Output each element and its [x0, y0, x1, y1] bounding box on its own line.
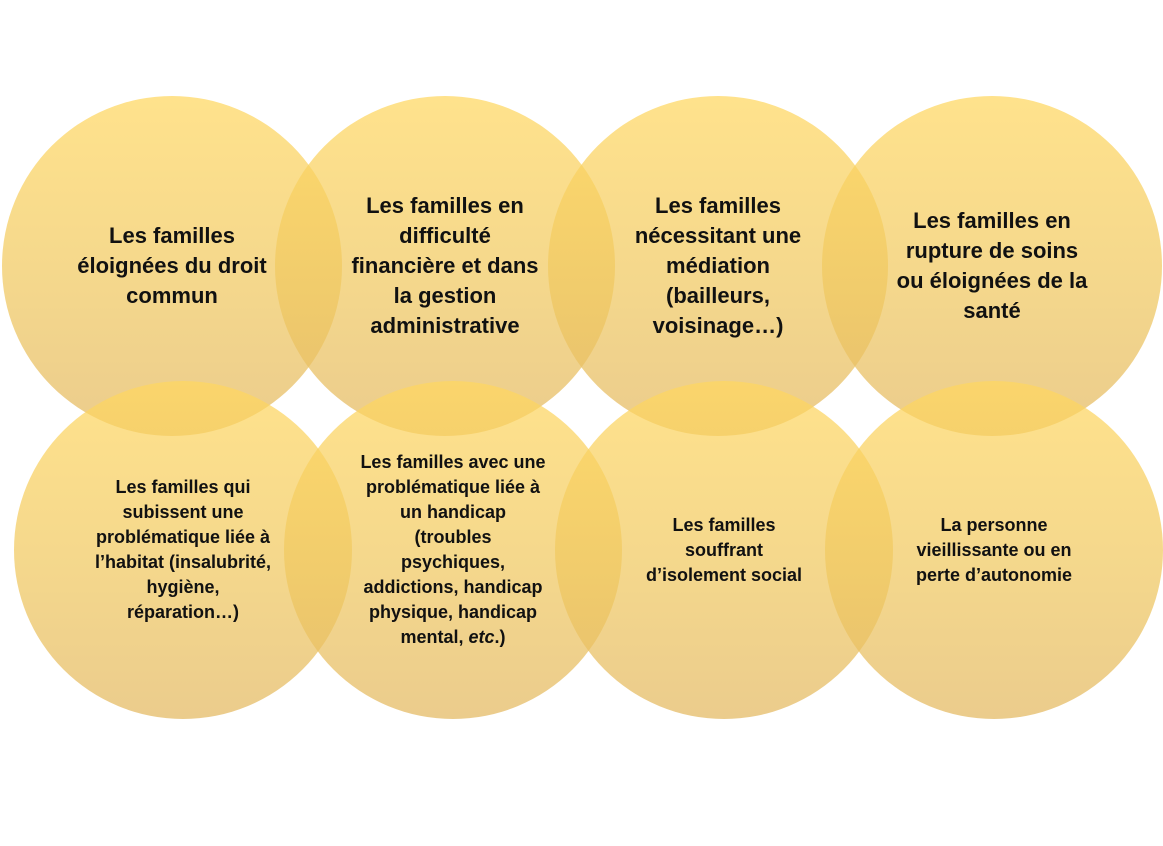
circle-label-habitat: Les familles qui subissent une problémat…	[94, 477, 272, 622]
circle-label-difficulte-financiere: Les familles en difficulté financière et…	[351, 193, 539, 338]
circle-label-isolement: Les familles souffrant d’isolement socia…	[645, 514, 803, 585]
circle-label-handicap-italic: etc	[468, 627, 495, 647]
circle-rupture-soins: Les familles en rupture de soins ou éloi…	[822, 96, 1162, 436]
circle-handicap: Les familles avec une problématique liée…	[284, 381, 622, 719]
circle-label-handicap-main: Les familles avec une problématique liée…	[360, 452, 546, 647]
circle-label-droit-commun: Les familles éloignées du droit commun	[77, 223, 267, 308]
circle-autonomie: La personne vieillissante ou en perte d’…	[825, 381, 1163, 719]
circle-label-rupture-soins: Les familles en rupture de soins ou éloi…	[896, 208, 1088, 323]
circle-label-handicap-end: .)	[494, 627, 506, 647]
circle-label-handicap: Les familles avec une problématique liée…	[360, 450, 545, 650]
circle-label-mediation: Les familles nécessitant une médiation (…	[634, 193, 802, 338]
circle-label-autonomie: La personne vieillissante ou en perte d’…	[915, 514, 1072, 585]
